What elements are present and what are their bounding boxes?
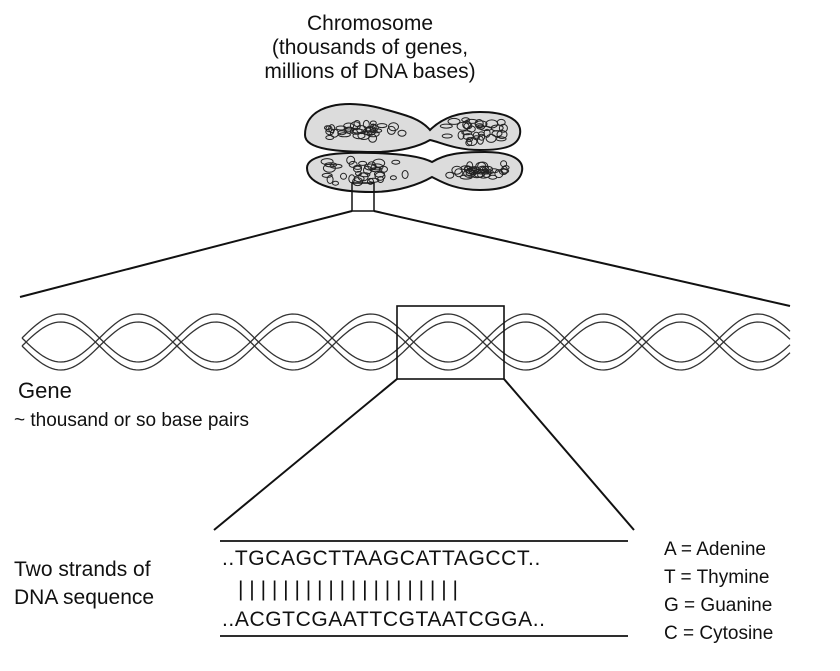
chromatin-loop <box>353 164 363 170</box>
chromatin-loop <box>325 135 335 140</box>
chromatin-loop <box>352 177 364 187</box>
zoom-line-lower-left <box>213 378 398 531</box>
chromatin-loop <box>353 175 365 183</box>
chromatin-loop <box>320 158 334 166</box>
chromatin-loop <box>389 175 397 181</box>
chromosome-subtitle-2: millions of DNA bases) <box>264 60 476 83</box>
chromatin-loop <box>466 137 478 146</box>
chromatin-loop <box>353 165 362 173</box>
chromatin-loop <box>326 175 334 184</box>
bottom-strand-sequence: ..ACGTCGAATTCGTAATCGGA.. <box>222 608 546 631</box>
gene-zoom-box <box>396 305 505 380</box>
chromatin-loop <box>324 125 331 131</box>
chromatin-loop <box>462 133 474 141</box>
chromatin-loop <box>376 123 388 129</box>
dna-double-helix <box>21 313 791 371</box>
chromatin-loop <box>363 130 373 136</box>
top-strand-sequence: ..TGCAGCTTAAGCATTAGCCT.. <box>222 547 541 570</box>
chromatin-loop <box>498 123 508 133</box>
chromatin-loop <box>358 160 368 166</box>
chromatin-loop <box>490 124 504 132</box>
chromatin-loop <box>349 121 361 131</box>
chromatin-loop <box>441 133 453 139</box>
chromatin-loop <box>485 119 499 129</box>
legend-item-adenine: A = Adenine <box>664 539 766 560</box>
chromatin-loop <box>374 171 386 181</box>
chromatin-loop <box>451 165 463 175</box>
chromatin-loop <box>369 120 377 126</box>
chromatin-loop <box>359 172 371 178</box>
chromatin-loop <box>439 123 453 129</box>
chromatin-loop <box>477 171 491 179</box>
chromatin-loop <box>445 171 455 179</box>
chromatin-loop <box>324 162 338 168</box>
chromatin-loop <box>335 125 347 131</box>
base-pair-bars: | | | | | | | | | | | | | | | | | | | | <box>238 578 458 601</box>
zoom-line-right <box>373 210 791 307</box>
chromatin-loop <box>461 117 471 123</box>
chromatin-loop <box>496 130 508 139</box>
base-legend: A = Adenine T = Thymine G = Guanine C = … <box>664 536 773 648</box>
strands-label-line1: Two strands of <box>14 558 151 581</box>
helix-strand-edge <box>21 313 791 363</box>
chromatin-loop <box>461 130 473 136</box>
chromatin-loop <box>365 125 377 133</box>
legend-item-cytosine: C = Cytosine <box>664 623 774 644</box>
chromatin-loop <box>401 170 409 179</box>
chromatin-loop <box>466 137 473 143</box>
chromatin-loop <box>337 132 351 138</box>
chromatin-loop <box>367 177 374 185</box>
chromatin-loop <box>495 136 507 142</box>
gene-description: ~ thousand or so base pairs <box>14 410 250 431</box>
chromatin-loop <box>475 123 485 129</box>
helix-strand-edge <box>21 321 791 371</box>
chromatin-loop <box>483 128 491 138</box>
chromatin-loop <box>346 155 356 165</box>
strands-label-line2: DNA sequence <box>14 586 155 609</box>
chromatin-loop <box>366 130 380 138</box>
chromatin-loop <box>388 122 399 132</box>
chromatin-loop <box>367 161 377 171</box>
chromosome-title: Chromosome <box>306 12 434 35</box>
chromatin-loop <box>362 119 370 129</box>
chromosome-subtitle-1: (thousands of genes, <box>271 36 469 59</box>
chromatin-loop <box>479 166 487 174</box>
chromatin-loop <box>325 128 335 136</box>
chromatin-loop <box>462 120 472 130</box>
chromatin-loop <box>479 126 493 131</box>
chromatin-loop <box>332 180 339 186</box>
strands-label: Two strands of DNA sequence <box>14 556 154 612</box>
chromatin-loop <box>447 117 461 125</box>
chromatin-loop <box>370 163 384 171</box>
chromosome-upper-arm <box>303 103 522 154</box>
chromatin-loop <box>454 168 464 178</box>
legend-item-thymine: T = Thymine <box>664 567 770 588</box>
chromatin-loop <box>353 120 361 127</box>
gene-label: Gene <box>18 378 72 403</box>
zoom-line-lower-right <box>503 378 635 531</box>
chromatin-loop <box>500 168 510 174</box>
chromosome-zoom-box <box>351 182 375 212</box>
chromosome-title-block: Chromosome (thousands of genes, millions… <box>0 12 740 84</box>
chromatin-loop <box>368 133 378 143</box>
chromatin-loop <box>468 166 476 176</box>
chromatin-loop <box>377 176 384 183</box>
chromatin-loop <box>466 167 479 175</box>
chromatin-loop <box>372 158 386 168</box>
zoom-line-left <box>19 210 353 298</box>
helix-strand-edge <box>21 313 791 363</box>
chromatin-loop <box>478 133 486 141</box>
chromatin-loop <box>340 172 347 180</box>
chromatin-loop <box>397 129 407 137</box>
chromatin-loop <box>472 168 486 178</box>
legend-item-guanine: G = Guanine <box>664 595 773 616</box>
chromatin-loop <box>391 159 401 165</box>
chromatin-loop <box>498 168 508 175</box>
chromatin-scribble <box>320 117 510 187</box>
chromatin-loop <box>488 168 499 174</box>
chromatin-loop <box>457 130 465 140</box>
helix-strand-edge <box>21 321 791 371</box>
